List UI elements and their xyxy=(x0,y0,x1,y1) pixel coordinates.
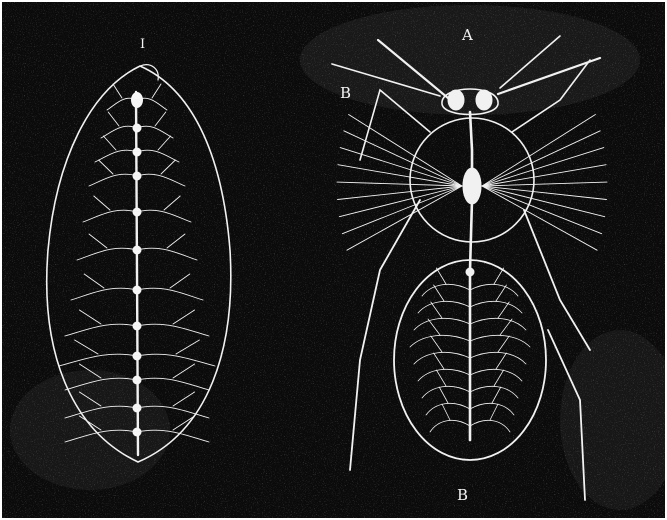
label-b-top: B xyxy=(340,86,351,101)
texture-patch xyxy=(10,370,170,490)
brain-lobe-right xyxy=(476,90,492,110)
abdominal-ganglion xyxy=(466,268,474,276)
label-i: I xyxy=(140,38,145,51)
brain-lobe-left xyxy=(448,90,464,110)
label-a: A xyxy=(462,28,473,43)
thoracic-ganglion xyxy=(463,168,481,204)
label-b-bottom: B xyxy=(457,488,468,503)
